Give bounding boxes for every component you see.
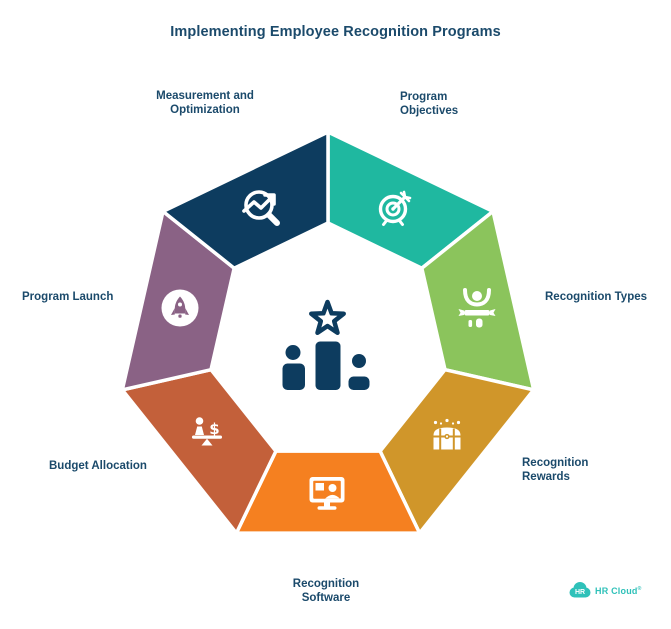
label-budget-allocation: Budget Allocation: [49, 460, 147, 472]
label-recognition-software: Recognition Software: [292, 578, 360, 604]
chart-magnifier-icon: [242, 190, 280, 226]
label-recognition-types: Recognition Types: [545, 291, 648, 303]
hr-cloud-logo: HR HR Cloud®: [569, 581, 641, 600]
dollar-glyph: $: [209, 420, 219, 438]
hr-badge-text: HR: [575, 589, 585, 596]
star-icon: [309, 299, 346, 336]
page-title: Implementing Employee Recognition Progra…: [170, 24, 501, 40]
label-recognition-rewards: Recognition Rewards: [522, 457, 589, 483]
monitor-user-icon: [309, 477, 345, 510]
treasure-chest-icon: [433, 418, 461, 450]
label-program-objectives: Program Objectives: [400, 91, 459, 117]
cloud-icon: HR: [569, 582, 591, 598]
winner-celebration-icon: [458, 288, 496, 328]
rocket-icon: [161, 289, 199, 327]
target-arrow-icon: [378, 190, 412, 226]
registered-mark: ®: [637, 585, 642, 592]
brand-name: HR Cloud®: [595, 585, 642, 596]
label-program-launch: Program Launch: [22, 291, 114, 303]
balance-scale-money-icon: $: [192, 417, 222, 446]
ranking-podium-star-icon: [282, 299, 370, 390]
label-measurement-optimization: Measurement and Optimization: [156, 90, 254, 116]
